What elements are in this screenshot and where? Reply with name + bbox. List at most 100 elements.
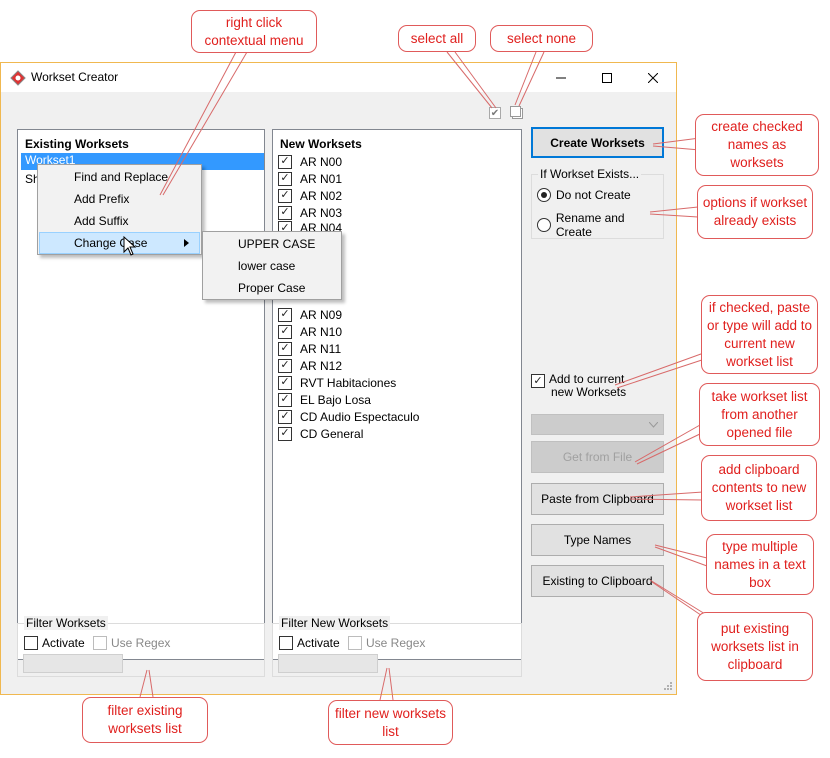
filter-text-input[interactable] [23,654,123,673]
list-item[interactable]: Sh [25,172,40,186]
callout-right-click: right click contextual menu [191,10,317,53]
radio-button[interactable] [537,188,551,202]
checkbox-box[interactable] [24,636,38,650]
list-item[interactable]: ✓ AR N03 [278,204,342,221]
maximize-icon[interactable] [584,63,630,92]
group-title: Filter Worksets [24,616,108,630]
add-to-current-checkbox[interactable]: ✓ Add to current new Worksets [531,373,626,399]
app-icon [10,70,26,86]
checkbox-label-line1: Add to current [549,372,625,386]
create-worksets-button[interactable]: Create Worksets [531,127,664,158]
group-title: If Workset Exists... [538,167,642,181]
list-item[interactable]: ✓RVT Habitaciones [278,374,396,391]
list-item-label: AR N09 [300,307,343,322]
close-icon[interactable] [630,63,676,92]
list-item[interactable]: ✓CD General [278,425,363,442]
list-item[interactable]: ✓AR N01 [278,170,342,187]
title-bar[interactable]: Workset Creator [1,63,676,92]
new-worksets-header: New Worksets [280,137,362,151]
filter-text-input[interactable] [278,654,378,673]
list-item[interactable]: ✓ AR N12 [278,357,342,374]
get-from-file-button[interactable]: Get from File [531,441,664,473]
checkbox-box[interactable] [93,636,107,650]
list-item-label: AR N03 [300,205,343,220]
use-regex-checkbox[interactable]: Use Regex [348,636,425,650]
list-item-label: AR N11 [300,341,342,356]
callout-put-existing: put existing worksets list in clipboard [697,612,813,681]
list-item[interactable]: ✓ AR N11 [278,340,341,357]
existing-worksets-header: Existing Worksets [25,137,129,151]
item-checkbox[interactable]: ✓ [278,171,292,186]
radio-label: Do not Create [556,188,631,202]
activate-checkbox[interactable]: Activate [279,636,340,650]
list-item[interactable]: ✓ AR N09 [278,306,342,323]
item-checkbox[interactable]: ✓ [278,324,292,339]
dropdown-chevron-icon [649,422,658,428]
list-item-label: Workset1 [25,153,76,167]
list-item-label: AR N04 [300,221,343,231]
list-item-label: AR N02 [300,188,343,203]
menu-item-proper-case[interactable]: Proper Case [238,281,306,295]
menu-item-lower-case[interactable]: lower case [238,259,296,273]
list-item[interactable]: ✓ CD Audio Espectaculo [278,408,419,425]
list-item-label: CD Audio Espectaculo [300,409,420,424]
checkbox-label: Use Regex [366,636,426,650]
resize-grip-icon[interactable] [663,681,673,691]
change-case-submenu: UPPER CASE lower case Proper Case [202,231,342,300]
list-item[interactable]: ✓ AR N04 [278,221,342,231]
callout-take-list: take workset list from another opened fi… [699,383,820,446]
list-item[interactable]: ✓EL Bajo Losa [278,391,371,408]
checkbox-box[interactable] [348,636,362,650]
radio-do-not-create[interactable]: Do not Create [537,188,631,202]
item-checkbox[interactable]: ✓ [278,392,292,407]
radio-rename-and-create[interactable]: Rename and Create [537,211,663,239]
item-checkbox[interactable]: ✓ [278,205,292,220]
select-all-checkbox[interactable]: ✔ [489,107,501,119]
list-item[interactable]: ✓ AR N02 [278,187,342,204]
submenu-arrow-icon [184,239,189,247]
callout-type-multiple: type multiple names in a text box [706,534,814,595]
menu-item-find-replace[interactable]: Find and Replace [74,170,169,184]
checkbox-box[interactable]: ✓ [531,374,545,388]
checkbox-label-line2: new Worksets [551,385,627,399]
item-checkbox[interactable]: ✓ [278,307,292,322]
if-workset-exists-group: If Workset Exists... Do not Create Renam… [531,167,664,239]
checkbox-box[interactable] [279,636,293,650]
item-checkbox[interactable]: ✓ [278,341,292,356]
existing-to-clipboard-button[interactable]: Existing to Clipboard [531,565,664,597]
item-checkbox[interactable]: ✓ [278,188,292,203]
menu-item-add-prefix[interactable]: Add Prefix [74,192,130,206]
menu-item-upper-case[interactable]: UPPER CASE [238,237,316,251]
menu-item-change-case[interactable]: Change Case [39,232,200,254]
item-checkbox[interactable]: ✓ [278,375,292,390]
minimize-icon[interactable] [538,63,584,92]
callout-options: options if workset already exists [697,185,813,239]
checkbox-label: Activate [297,636,340,650]
use-regex-checkbox[interactable]: Use Regex [93,636,170,650]
radio-button[interactable] [537,218,551,232]
checkbox-label: Add to current new Worksets [549,373,626,399]
new-worksets-list[interactable]: New Worksets ✓AR N00 ✓AR N01 ✓AR N02 ✓AR… [272,129,522,660]
type-names-button[interactable]: Type Names [531,524,664,556]
radio-label: Rename and Create [555,211,625,239]
open-files-dropdown[interactable] [531,414,664,435]
list-item[interactable]: ✓AR N10 [278,323,342,340]
item-checkbox[interactable]: ✓ [278,154,292,169]
menu-item-add-suffix[interactable]: Add Suffix [74,214,129,228]
list-item-label: AR N12 [300,358,343,373]
item-checkbox[interactable]: ✓ [278,358,292,373]
item-checkbox[interactable]: ✓ [278,409,292,424]
callout-create-checked: create checked names as worksets [695,114,819,176]
callout-if-checked: if checked, paste or type will add to cu… [701,295,818,374]
select-none-checkbox[interactable] [510,106,523,119]
list-item[interactable]: ✓AR N00 [278,153,342,170]
mouse-cursor-icon [123,236,137,256]
filter-worksets-group: Filter Worksets Activate Use Regex [17,616,265,677]
item-checkbox[interactable]: ✓ [278,426,292,441]
activate-checkbox[interactable]: Activate [24,636,85,650]
item-checkbox[interactable]: ✓ [278,221,292,231]
context-menu: Find and Replace Add Prefix Add Suffix C… [37,164,202,255]
filter-new-worksets-group: Filter New Worksets Activate Use Regex [272,616,522,677]
group-title: Filter New Worksets [279,616,391,630]
